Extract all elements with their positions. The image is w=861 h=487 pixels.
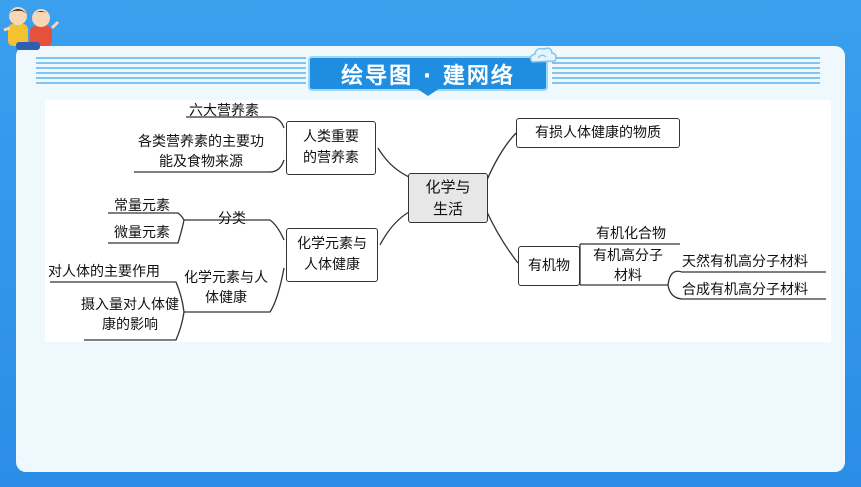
elements-sub-health: 化学元素与人体健康 (184, 270, 268, 307)
mindmap-center-node: 化学与生活 (408, 173, 488, 223)
polymer-item-2: 合成有机高分子材料 (682, 282, 808, 298)
elements-sub-classify: 分类 (218, 211, 246, 227)
branch-elements-node: 化学元素与人体健康 (286, 228, 378, 282)
banner-stripe-right (552, 57, 820, 87)
banner-pointer (416, 88, 440, 96)
organic-item-1: 有机化合物 (596, 226, 666, 242)
banner-stripe-left (36, 57, 306, 87)
cloud-icon (529, 47, 557, 63)
classify-item-2: 微量元素 (114, 225, 170, 241)
organic-item-2: 有机高分子材料 (593, 248, 663, 285)
branch-harmful-node: 有损人体健康的物质 (516, 118, 680, 148)
health-item-1: 对人体的主要作用 (48, 264, 160, 280)
branch-nutrients-node: 人类重要的营养素 (286, 121, 376, 175)
polymer-item-1: 天然有机高分子材料 (682, 254, 808, 270)
nutrients-item-1: 六大营养素 (189, 103, 259, 119)
classify-item-1: 常量元素 (114, 198, 170, 214)
health-item-2: 摄入量对人体健康的影响 (81, 297, 179, 334)
mascot-kids-icon (3, 7, 60, 50)
branch-organic-node: 有机物 (518, 246, 580, 286)
nutrients-item-2: 各类营养素的主要功能及食物来源 (138, 134, 264, 171)
